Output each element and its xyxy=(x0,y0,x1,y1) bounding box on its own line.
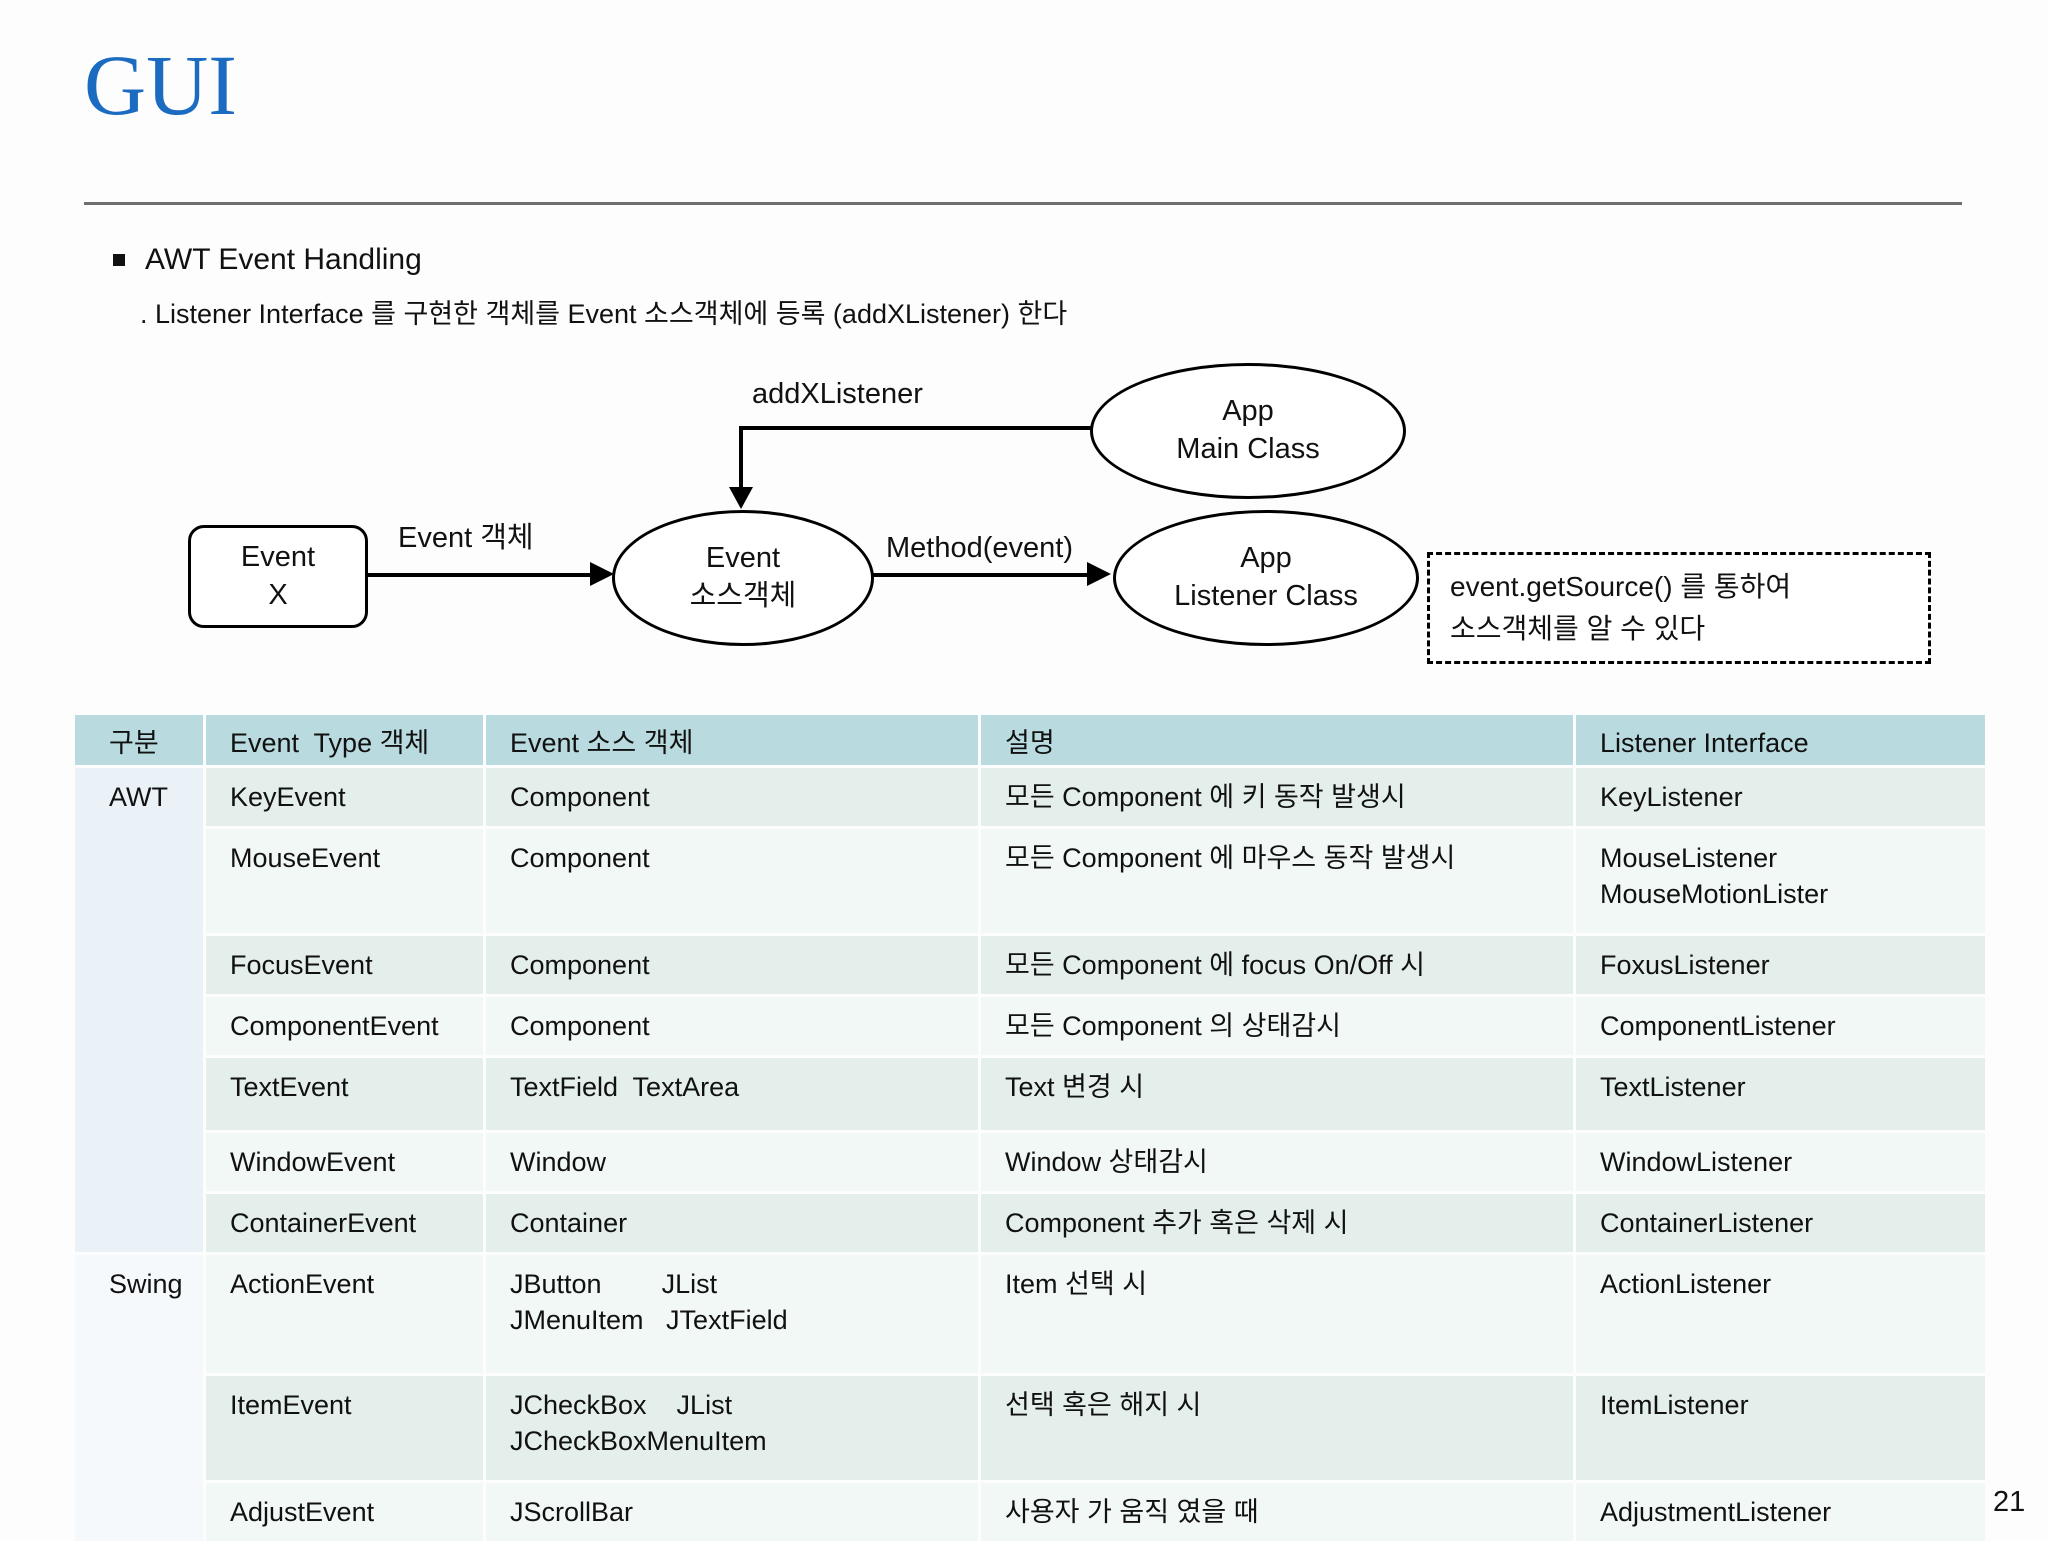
event-source-node: Event 소스객체 xyxy=(612,510,874,646)
table-cell-event_type: ContainerEvent xyxy=(206,1194,483,1252)
getsource-note-box: event.getSource() 를 통하여 소스객체를 알 수 있다 xyxy=(1427,552,1931,664)
table-cell-source: Component xyxy=(486,829,978,933)
table-cell-listener: ComponentListener xyxy=(1576,997,1985,1055)
event-table: 구분 Event Type 객체 Event 소스 객체 설명 Listener… xyxy=(75,715,1985,1541)
col-header-description: 설명 xyxy=(981,715,1573,765)
table-cell-event_type: WindowEvent xyxy=(206,1133,483,1191)
table-cell-event_type: ItemEvent xyxy=(206,1376,483,1480)
subheading-text: . Listener Interface 를 구현한 객체를 Event 소스객… xyxy=(140,299,1068,329)
event-flow-diagram: Event X Event 객체 Event 소스객체 addXListener… xyxy=(0,0,2048,700)
table-cell-source: Container xyxy=(486,1194,978,1252)
app-main-class-node: App Main Class xyxy=(1090,363,1406,499)
table-cell-description: Item 선택 시 xyxy=(981,1255,1573,1373)
table-cell-source: JButton JList JMenuItem JTextField xyxy=(486,1255,978,1373)
arrow-method-event-line xyxy=(871,573,1087,577)
label-addxlistener: addXListener xyxy=(752,378,923,410)
title-divider xyxy=(84,202,1962,205)
table-cell-event_type: ActionEvent xyxy=(206,1255,483,1373)
table-group-awt: AWT xyxy=(75,768,203,1252)
col-header-event-source: Event 소스 객체 xyxy=(486,715,978,765)
table-cell-source: Component xyxy=(486,997,978,1055)
heading: AWT Event Handling xyxy=(113,243,422,277)
table-cell-description: Window 상태감시 xyxy=(981,1133,1573,1191)
app-main-line2: Main Class xyxy=(1176,433,1320,465)
table-cell-listener: TextListener xyxy=(1576,1058,1985,1130)
note-line2: 소스객체를 알 수 있다 xyxy=(1450,613,1706,644)
table-cell-listener: MouseListener MouseMotionLister xyxy=(1576,829,1985,933)
table-cell-event_type: TextEvent xyxy=(206,1058,483,1130)
label-method-event: Method(event) xyxy=(886,532,1073,564)
col-header-listener: Listener Interface xyxy=(1576,715,1985,765)
arrow-event-object-head xyxy=(590,562,614,586)
table-cell-source: Component xyxy=(486,768,978,826)
app-listener-line2: Listener Class xyxy=(1174,580,1358,612)
square-bullet-icon xyxy=(113,254,125,266)
event-source-line2: 소스객체 xyxy=(689,580,797,612)
event-x-line1: Event xyxy=(240,540,316,573)
table-cell-source: Component xyxy=(486,936,978,994)
table-cell-event_type: ComponentEvent xyxy=(206,997,483,1055)
addxlistener-arrow-head xyxy=(729,487,753,509)
app-listener-class-node: App Listener Class xyxy=(1113,510,1419,646)
page-number: 21 xyxy=(1993,1486,2026,1518)
event-source-line1: Event xyxy=(705,542,781,575)
table-cell-listener: ItemListener xyxy=(1576,1376,1985,1480)
col-header-event-type: Event Type 객체 xyxy=(206,715,483,765)
addxlistener-connector-vertical xyxy=(739,426,743,490)
app-listener-line1: App xyxy=(1240,542,1292,575)
table-cell-source: JScrollBar xyxy=(486,1483,978,1541)
table-cell-listener: ContainerListener xyxy=(1576,1194,1985,1252)
table-cell-event_type: MouseEvent xyxy=(206,829,483,933)
table-cell-description: 모든 Component 에 focus On/Off 시 xyxy=(981,936,1573,994)
table-cell-event_type: KeyEvent xyxy=(206,768,483,826)
page-title: GUI xyxy=(84,37,237,133)
table-group-swing: Swing xyxy=(75,1255,203,1541)
table-cell-event_type: FocusEvent xyxy=(206,936,483,994)
addxlistener-connector-horizontal xyxy=(739,426,1094,430)
table-cell-description: 선택 혹은 해지 시 xyxy=(981,1376,1573,1480)
table-cell-description: Text 변경 시 xyxy=(981,1058,1573,1130)
table-cell-source: TextField TextArea xyxy=(486,1058,978,1130)
table-cell-event_type: AdjustEvent xyxy=(206,1483,483,1541)
col-header-category: 구분 xyxy=(75,715,203,765)
table-cell-description: 사용자 가 움직 였을 때 xyxy=(981,1483,1573,1541)
arrow-method-event-head xyxy=(1087,562,1111,586)
app-main-line1: App xyxy=(1222,395,1274,428)
event-x-node: Event X xyxy=(188,525,368,628)
event-x-line2: X xyxy=(268,578,288,611)
table-cell-description: 모든 Component 에 마우스 동작 발생시 xyxy=(981,829,1573,933)
table-cell-description: Component 추가 혹은 삭제 시 xyxy=(981,1194,1573,1252)
label-event-object: Event 객체 xyxy=(398,522,534,554)
arrow-event-object-line xyxy=(365,573,593,577)
table-cell-listener: FoxusListener xyxy=(1576,936,1985,994)
table-cell-listener: ActionListener xyxy=(1576,1255,1985,1373)
table-cell-source: JCheckBox JList JCheckBoxMenuItem xyxy=(486,1376,978,1480)
table-cell-description: 모든 Component 에 키 동작 발생시 xyxy=(981,768,1573,826)
table-cell-description: 모든 Component 의 상태감시 xyxy=(981,997,1573,1055)
table-cell-listener: WindowListener xyxy=(1576,1133,1985,1191)
heading-text: AWT Event Handling xyxy=(145,243,422,276)
table-cell-listener: AdjustmentListener xyxy=(1576,1483,1985,1541)
table-cell-listener: KeyListener xyxy=(1576,768,1985,826)
table-cell-source: Window xyxy=(486,1133,978,1191)
note-line1: event.getSource() 를 통하여 xyxy=(1450,571,1792,602)
